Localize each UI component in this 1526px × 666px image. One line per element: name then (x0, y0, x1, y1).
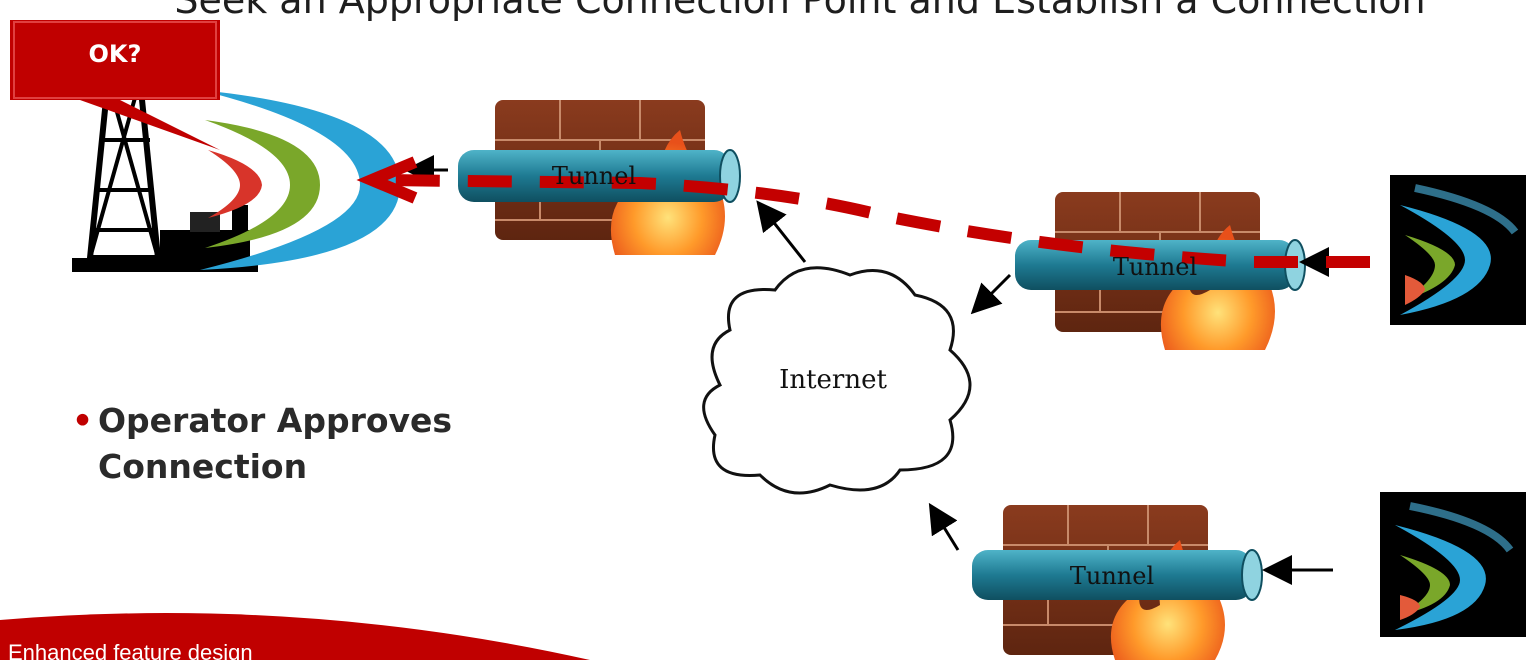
bullet-item: • Operator Approves Connection (72, 398, 488, 490)
callout-text: OK? (88, 40, 142, 68)
tunnel-label: Tunnel (552, 162, 636, 190)
bullet-text: Operator Approves Connection (98, 401, 453, 486)
connection-arrowhead (356, 156, 418, 204)
tunnel-pipe (972, 549, 1263, 601)
logo-icon-site-2 (1380, 492, 1526, 637)
callout-bubble (10, 20, 220, 150)
footer-text: Enhanced feature design (8, 640, 253, 665)
arrow-icon (970, 273, 1012, 315)
footer-band (0, 613, 590, 660)
bullet-dot-icon: • (72, 401, 94, 440)
arrow-icon (756, 200, 807, 263)
tunnel-label: Tunnel (1113, 253, 1197, 281)
logo-icon-site-1 (1390, 175, 1526, 325)
tunnel-label: Tunnel (1070, 562, 1154, 590)
logo-icon-rig (200, 90, 400, 270)
internet-label: Internet (779, 365, 887, 395)
internet-cloud-icon (702, 266, 972, 495)
connection-path (379, 174, 1370, 268)
slide-title: Seek an Appropriate Connection Point and… (174, 0, 1426, 22)
arrow-icon (928, 502, 960, 551)
